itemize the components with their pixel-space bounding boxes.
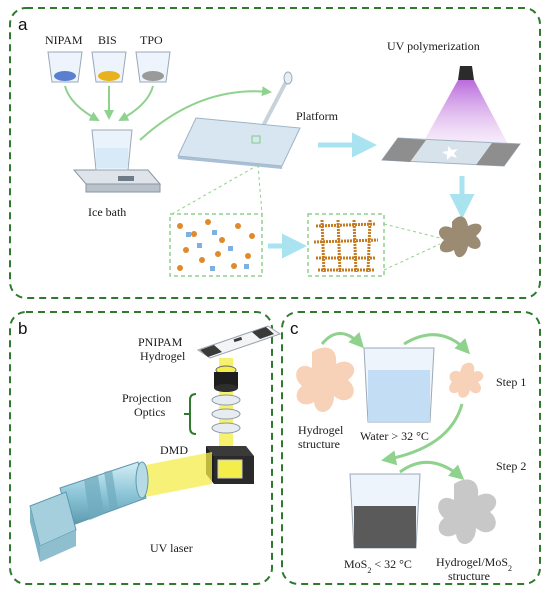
panel-c-letter: c (290, 319, 299, 338)
sample-slide (196, 325, 282, 359)
label-platform: Platform (296, 109, 339, 123)
label-step1: Step 1 (496, 375, 526, 389)
molecule-box (169, 213, 263, 277)
monomer-particles (177, 219, 255, 271)
lens-3 (211, 422, 241, 434)
panel-b-letter: b (18, 319, 27, 338)
label-optics: Optics (134, 405, 166, 419)
beaker-tpo (135, 51, 171, 83)
panel-a-letter: a (18, 15, 28, 34)
composite-star (438, 479, 497, 545)
arrow-to-mos2 (381, 403, 464, 466)
label-uv-laser: UV laser (150, 541, 193, 555)
arrow-mos2-to-composite (399, 460, 465, 480)
label-hydrogel: Hydrogel (140, 349, 186, 363)
panel-c: c Hydrogel structure Water > 32 °C Step … (281, 311, 541, 585)
beaker-mos2 (349, 473, 421, 549)
label-hydrogel-line2: structure (298, 437, 340, 451)
ice-bath-stirrer (72, 129, 162, 193)
zoom-line-network-bottom (383, 243, 441, 271)
dmd-block (206, 446, 254, 484)
panel-b: b PNIPAM Hydrogel Projection Optics DMD … (9, 311, 282, 585)
label-bis: BIS (98, 33, 117, 47)
label-uv-polymerization: UV polymerization (387, 39, 480, 53)
panel-a-border (9, 7, 541, 299)
platform-slide (177, 117, 301, 169)
hydrogel-star-peach (296, 347, 355, 413)
arrow-water-to-small-star (403, 333, 471, 355)
objective-lens (214, 365, 238, 392)
lens-2 (211, 408, 241, 420)
optics-bracket (184, 393, 197, 435)
hydrogel-star-small (449, 362, 484, 398)
label-step2: Step 2 (496, 459, 526, 473)
label-tpo: TPO (140, 33, 163, 47)
label-projection: Projection (122, 391, 171, 405)
panel-c-border (281, 311, 541, 585)
hydrogel-star-brown (438, 216, 482, 258)
panel-a: a NIPAM BIS TPO Ice bath (9, 7, 541, 299)
zoom-line-right (257, 164, 263, 215)
label-water: Water > 32 °C (360, 429, 429, 443)
uv-slide (381, 137, 521, 167)
arrow-mix-to-pipette (139, 86, 272, 141)
arrow-nipam-to-mix (64, 85, 100, 121)
panel-b-border (9, 311, 273, 585)
label-composite-line2: structure (448, 569, 490, 583)
network-box (307, 213, 385, 277)
arrow-tpo-to-mix (118, 85, 154, 121)
label-pnipam: PNIPAM (138, 335, 183, 349)
zoom-line-left (171, 164, 259, 215)
label-nipam: NIPAM (45, 33, 83, 47)
label-ice-bath: Ice bath (88, 205, 126, 219)
label-mos2: MoS2 < 32 °C (344, 557, 412, 575)
beaker-bis (91, 51, 127, 83)
beaker-nipam (47, 51, 83, 83)
zoom-line-network-top (383, 223, 441, 239)
arrow-star-to-water (320, 332, 365, 349)
uv-laser-body (29, 461, 149, 562)
polymer-network (313, 219, 379, 273)
lens-1 (211, 394, 241, 406)
uv-lamp (420, 66, 510, 148)
label-dmd: DMD (160, 443, 188, 457)
label-hydrogel-line1: Hydrogel (298, 423, 344, 437)
pipette (260, 71, 293, 130)
laser-beam (130, 452, 212, 500)
label-composite-line1: Hydrogel/MoS2 (436, 555, 512, 573)
beaker-water (363, 347, 435, 423)
